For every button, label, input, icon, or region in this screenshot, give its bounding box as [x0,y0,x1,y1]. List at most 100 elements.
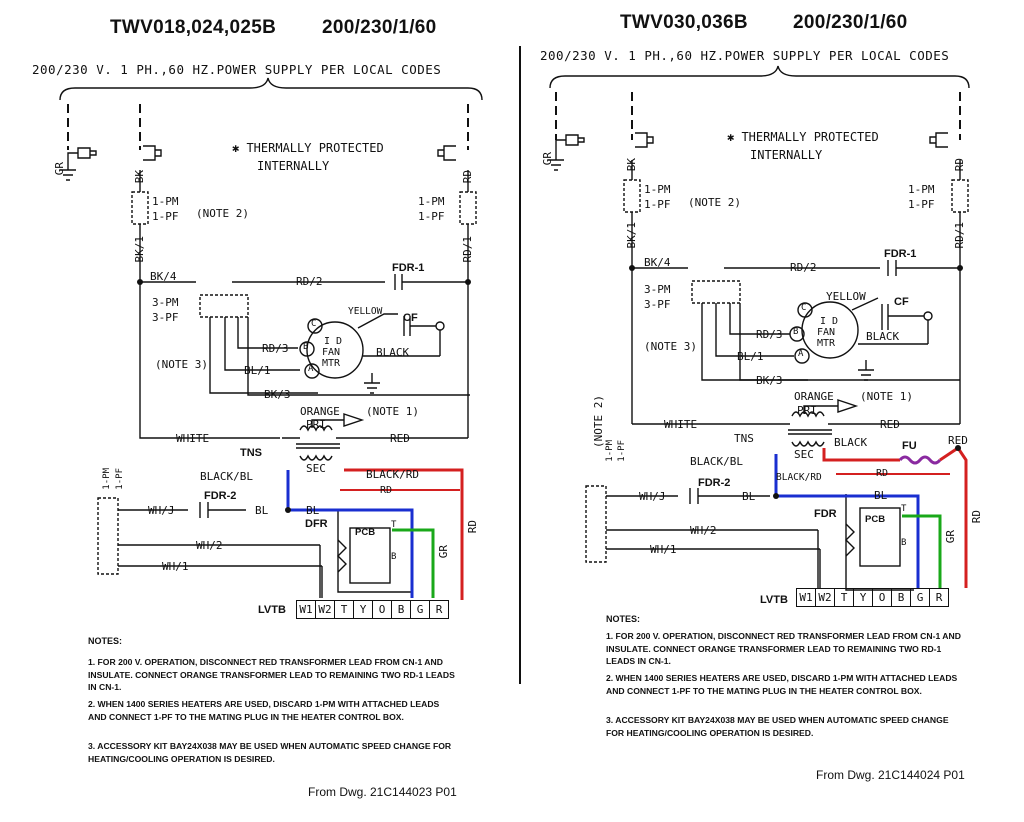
right-rd2-label: RD/2 [790,261,817,274]
right-tns-label: TNS [734,432,754,445]
right-red-label-2: RED [948,434,968,447]
right-fan-label-3: MTR [817,338,836,349]
right-thermal-note-2: INTERNALLY [750,148,823,162]
right-pcb-b-label: B [901,538,907,548]
left-terminal-r: R [435,603,443,616]
right-gr-wire-label: GR [944,530,957,544]
right-terminal-o: O [873,589,892,606]
left-pcb-t-label: T [391,520,397,530]
right-pcb-t-label: T [901,504,907,514]
left-wh2-label: WH/2 [196,539,223,552]
right-cf-label: CF [894,296,909,308]
left-black-label: BLACK [376,346,410,359]
left-bk3-label: BK/3 [264,388,291,401]
right-pin-a: A [798,349,804,359]
right-white-label: WHITE [664,418,698,431]
right-3pf-label: 3-PF [644,298,671,311]
right-terminal-w2: W2 [816,589,835,606]
right-fu-label: FU [902,440,917,452]
right-1pf-label: 1-PF [644,198,671,211]
right-fan-label-1: I D [820,316,839,327]
right-fan-label-2: FAN [817,327,836,338]
right-bk3-label: BK/3 [756,374,783,387]
right-note2-label: (NOTE 2) [688,196,741,209]
right-whj-label: WH/J [639,490,666,503]
right-wiring-diagram [548,65,970,591]
left-3pm-label: 3-PM [152,296,179,309]
right-thermal-note: ✱ THERMALLY PROTECTED [727,130,879,144]
right-rd3-label: RD/3 [756,328,783,341]
left-1pm-label: 1-PM [152,195,179,208]
right-lvtb-label: LVTB [760,594,788,606]
left-black-bl-label: BLACK/BL [200,470,253,483]
right-1pf-right-label: 1-PF [908,198,935,211]
right-bk4-label: BK/4 [644,256,671,269]
left-wiring-diagram [59,77,483,600]
left-white-label: WHITE [176,432,210,445]
left-note2-label: (NOTE 2) [196,207,249,220]
left-model-title: TWV018,024,025B [110,17,277,38]
left-note-1: 1. FOR 200 V. OPERATION, DISCONNECT RED … [88,657,455,692]
left-terminal-w2: W2 [316,601,335,618]
left-fan-label-2: FAN [322,347,341,358]
right-bk-label: BK [625,158,638,172]
right-red-label: RED [880,418,900,431]
right-from-dwg: From Dwg. 21C144024 P01 [816,768,965,782]
right-bl-wire-label: BL [874,489,888,502]
right-note3-label: (NOTE 3) [644,340,697,353]
left-note-3: 3. ACCESSORY KIT BAY24X038 MAY BE USED W… [88,741,452,764]
right-model-title: TWV030,036B [620,12,748,33]
left-terminal-o: O [373,601,392,618]
right-black-label: BLACK [866,330,900,343]
left-terminal-b: B [392,601,411,618]
right-wh2-label: WH/2 [690,524,717,537]
right-pin-c: C [801,303,807,313]
right-rd1-label: RD/1 [953,222,966,249]
right-note-1: 1. FOR 200 V. OPERATION, DISCONNECT RED … [606,631,961,666]
right-rd-label: RD [953,158,966,172]
right-note1-label: (NOTE 1) [860,390,913,403]
right-bk1-label: BK/1 [625,222,638,249]
left-whj-label: WH/J [148,504,175,517]
right-black-rd-label: BLACK/RD [776,472,822,483]
left-rd-wire-label: RD [380,485,393,496]
left-note3-label: (NOTE 3) [155,358,208,371]
left-voltage-title: 200/230/1/60 [322,17,437,38]
left-orange-label: ORANGE [300,405,340,418]
right-terminal-r: R [935,591,943,604]
right-note-2: 2. WHEN 1400 SERIES HEATERS ARE USED, DI… [606,673,958,696]
right-terminal-y: Y [854,589,873,606]
left-black-rd-label: BLACK/RD [366,468,419,481]
right-1pf-lower-label: 1-PF [617,440,627,462]
left-1pf-label: 1-PF [152,210,179,223]
left-wh1-label: WH/1 [162,560,189,573]
right-note-3: 3. ACCESSORY KIT BAY24X038 MAY BE USED W… [606,715,949,738]
right-note2-vert-label: (NOTE 2) [592,395,605,448]
left-supply-label: 200/230 V. 1 PH.,60 HZ.POWER SUPPLY PER … [32,62,442,77]
left-thermal-note-2: INTERNALLY [257,159,330,173]
right-1pm-right-label: 1-PM [908,183,935,196]
right-bl1-label: BL/1 [737,350,764,363]
right-orange-label: ORANGE [794,390,834,403]
left-terminal-t: T [335,601,354,618]
left-rd2-label: RD/2 [296,275,323,288]
left-dfr-label: DFR [305,518,328,530]
right-fdr1-label: FDR-1 [884,248,917,260]
right-1pm-lower-label: 1-PM [605,440,615,462]
left-notes-heading: NOTES: [88,636,123,646]
right-terminal-block: W1 W2 T Y O B G R [796,588,949,607]
left-fdr2-label: FDR-2 [204,490,237,502]
right-black-label-2: BLACK [834,436,868,449]
right-3pm-label: 3-PM [644,283,671,296]
right-supply-label: 200/230 V. 1 PH.,60 HZ.POWER SUPPLY PER … [540,48,950,63]
right-rd-vert-label: RD [970,510,983,524]
left-1pm-right-label: 1-PM [418,195,445,208]
left-lvtb-label: LVTB [258,604,286,616]
left-pri-label: PRI [306,418,326,431]
left-bl-label: BL [255,504,269,517]
left-1pf-right-label: 1-PF [418,210,445,223]
right-black-bl-label: BLACK/BL [690,455,743,468]
right-terminal-w1: W1 [797,589,816,606]
right-terminal-t: T [835,589,854,606]
right-gr-label: GR [541,152,554,166]
